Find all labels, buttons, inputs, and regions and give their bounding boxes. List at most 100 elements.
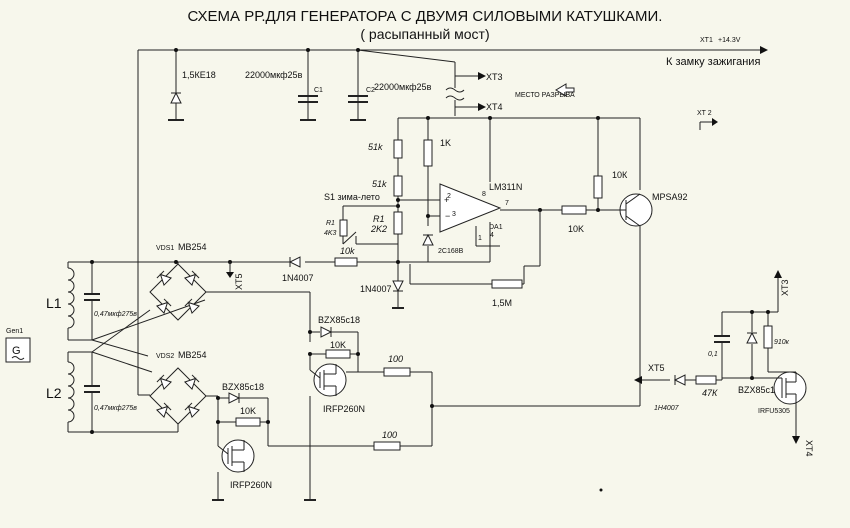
svg-text:LM311N: LM311N [489,182,522,192]
zener-bzx85c18-top: BZX85c18 [308,315,360,338]
resistor-10k-control: 10К [593,170,628,199]
svg-text:L2: L2 [46,385,62,401]
svg-text:47К: 47К [702,388,718,398]
svg-text:C2: C2 [366,87,375,94]
svg-text:3: 3 [452,211,456,218]
svg-text:10K: 10K [240,406,256,416]
resistor-910k: 910к [763,325,790,349]
resistor-10k-base: 10K [561,205,587,234]
svg-text:R1: R1 [373,214,385,224]
svg-text:MB254: MB254 [178,242,207,252]
svg-text:2K2: 2K2 [370,224,387,234]
coil-l2: L2 [46,352,75,432]
svg-text:IRFU5305: IRFU5305 [758,408,790,415]
svg-text:VDS2: VDS2 [156,353,174,360]
xt1-terminal: XT1 +14.3V К замку зажигания [666,37,768,68]
svg-text:+: + [444,195,449,205]
svg-text:10K: 10K [330,340,346,350]
svg-text:+14.3V: +14.3V [718,37,741,44]
mosfet-irfp260n-bottom: IRFP260N [221,439,272,490]
capacitor-c1: 22000мкф25в C1 [245,70,323,121]
svg-text:G: G [12,345,21,357]
zener-bzx85c18-bottom: BZX85c18 [216,382,268,404]
svg-text:10К: 10К [612,170,628,180]
svg-text:1N4007: 1N4007 [360,284,392,294]
svg-text:51k: 51k [372,179,387,189]
svg-text:100: 100 [388,354,403,364]
svg-text:МЕСТО РАЗРЫВА: МЕСТО РАЗРЫВА [515,92,575,99]
switch-s1: S1 зима-лето [324,192,400,245]
tvs-diode-1-5ke18: 1,5КЕ18 [168,70,216,121]
svg-text:R1: R1 [326,220,335,227]
transistor-mpsa92: MPSA92 [619,192,688,227]
svg-text:7: 7 [505,200,509,207]
resistor-10k-line: 10k [334,246,358,267]
svg-text:BZX85c18: BZX85c18 [222,382,264,392]
diode-1n4007-c: 1Н4007 [654,374,686,412]
svg-text:VDS1: VDS1 [156,245,174,252]
svg-text:XT1: XT1 [700,37,713,44]
resistor-51k-upper: 51k [368,139,403,159]
xt5-mid-terminal: XT5 [226,262,244,290]
svg-text:IRFP260N: IRFP260N [230,480,272,490]
svg-text:XT5: XT5 [234,273,244,290]
resistor-r1-4k3: R1 4K3 [324,219,348,237]
svg-text:100: 100 [382,430,397,440]
svg-text:C1: C1 [314,87,323,94]
svg-text:XT 2: XT 2 [697,110,712,117]
resistor-10k-gate-top: 10K [310,340,358,359]
zener-bzx85c18-right: BZX85c18 [738,332,780,395]
xt4-right-terminal: XT4 [792,436,814,457]
svg-text:BZX85c18: BZX85c18 [738,385,780,395]
resistor-1-5m: 1,5M [491,279,523,308]
mosfet-irfu5305: IRFU5305 [758,371,807,415]
xt5-right-terminal: XT5 [634,363,670,384]
resistor-1k: 1K [423,138,451,167]
svg-text:IRFP260N: IRFP260N [323,404,365,414]
svg-text:1,5КЕ18: 1,5КЕ18 [182,70,216,80]
capacitor-0-1: 0,1 [708,335,730,358]
svg-text:S1 зима-лето: S1 зима-лето [324,192,380,202]
svg-text:1Н4007: 1Н4007 [654,405,680,412]
svg-text:2C168B: 2C168B [438,248,464,255]
comparator-lm311: + − LM311N DA1 8 2 3 7 1 4 [439,182,522,242]
schematic-title: СХЕМА РР.ДЛЯ ГЕНЕРАТОРА С ДВУМЯ СИЛОВЫМИ… [187,8,663,25]
svg-text:51k: 51k [368,142,383,152]
svg-text:XT4: XT4 [804,440,814,457]
svg-text:0,47мкф275в: 0,47мкф275в [94,311,137,318]
svg-text:10k: 10k [340,246,355,256]
coil-l1: L1 [46,262,75,340]
svg-text:1,5M: 1,5M [492,298,512,308]
svg-text:XT3: XT3 [780,279,790,296]
svg-text:XT4: XT4 [486,102,503,112]
svg-text:BZX85c18: BZX85c18 [318,315,360,325]
capacitor-0-47-top: 0,47мкф275в [84,260,137,340]
svg-text:1K: 1K [440,138,451,148]
svg-text:22000мкф25в: 22000мкф25в [245,70,303,80]
resistor-10k-gate-bottom: 10K [218,406,268,427]
diode-1n4007-b: 1N4007 [360,280,404,309]
svg-text:8: 8 [482,191,486,198]
svg-text:Gen1: Gen1 [6,328,23,335]
svg-text:1N4007: 1N4007 [282,273,314,283]
bridge-rectifier-vds2: VDS2 MB254 [149,350,207,425]
zener-2c168b: 2C168B [422,234,464,255]
ignition-label: К замку зажигания [666,56,760,68]
resistor-r1-2k2: R1 2K2 [370,211,403,235]
svg-text:910к: 910к [774,339,790,346]
mosfet-irfp260n-top: IRFP260N [313,363,365,414]
svg-text:−: − [445,211,450,221]
svg-text:1: 1 [478,235,482,242]
svg-text:22000мкф25в: 22000мкф25в [374,82,432,92]
svg-text:2: 2 [447,193,451,200]
capacitor-0-47-bottom: 0,47мкф275в [84,352,137,434]
svg-text:4: 4 [490,232,494,239]
svg-text:L1: L1 [46,295,62,311]
svg-text:MPSA92: MPSA92 [652,192,688,202]
resistor-100-top: 100 [383,354,411,377]
xt3-right-terminal: XT3 [774,270,790,312]
svg-text:XT5: XT5 [648,363,665,373]
schematic-subtitle: ( расыпанный мост) [360,26,490,42]
